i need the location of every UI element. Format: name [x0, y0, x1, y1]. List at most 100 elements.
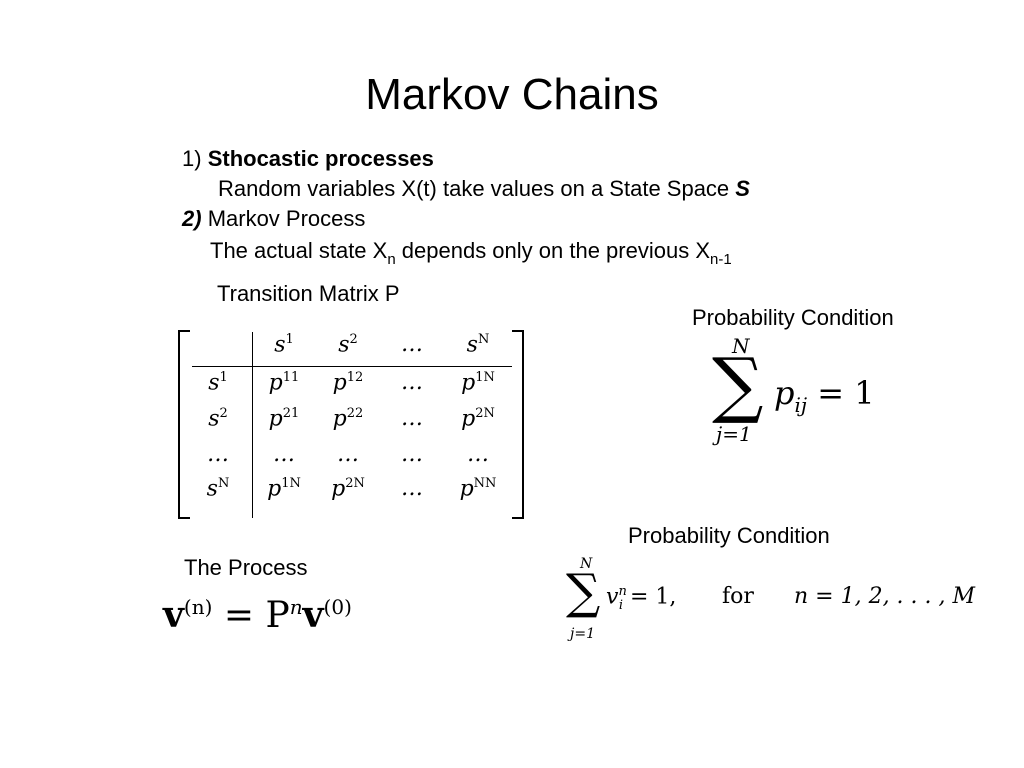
matrix-cell-symbol: …	[337, 442, 359, 467]
matrix-cell-symbol: …	[401, 332, 423, 357]
item-1-description-text: Random variables X(t) take values on a S…	[218, 176, 730, 201]
matrix-cell-superscript: 1N	[281, 476, 301, 491]
probability-condition-formula-1: N ∑ j=1 pij = 1	[712, 334, 912, 454]
term-v: v	[606, 584, 619, 610]
matrix-cell: p12	[316, 370, 380, 395]
matrix-cell-superscript: N	[217, 476, 230, 491]
desc-subscript-n-1: n-1	[710, 251, 732, 268]
matrix-cell: …	[380, 406, 444, 431]
matrix-cell-symbol: …	[401, 442, 423, 467]
item-1: 1) Sthocastic processes	[182, 146, 434, 172]
matrix-cell: p1N	[252, 476, 316, 501]
matrix-cell: p1N	[446, 370, 510, 395]
item-1-description: Random variables X(t) take values on a S…	[218, 176, 750, 202]
matrix-cell: …	[252, 442, 316, 467]
probability-condition-label-1: Probability Condition	[692, 305, 894, 330]
matrix-cell-symbol: …	[207, 442, 229, 467]
sum-upper-limit: N	[732, 334, 750, 358]
slide-title: Markov Chains	[365, 70, 659, 119]
item-2-description: The actual state Xn depends only on the …	[210, 238, 732, 267]
equals: =	[223, 595, 255, 636]
matrix-cell-superscript: 1	[285, 332, 294, 347]
matrix-cell: s1	[186, 370, 250, 395]
matrix-cell-superscript: 12	[346, 370, 364, 385]
sum-upper-limit: N	[580, 556, 593, 572]
matrix-cell-superscript: 2N	[345, 476, 365, 491]
transition-matrix-label: Transition Matrix P	[217, 281, 400, 306]
matrix-cell-symbol: p	[268, 370, 283, 396]
probability-condition-formula-2: N ∑ j=1 vni = 1, for n = 1, 2, . . . , M	[566, 556, 975, 651]
right-bracket	[512, 330, 524, 519]
matrix-cell: …	[380, 442, 444, 467]
matrix-cell-superscript: 2	[219, 406, 228, 421]
matrix-cell-symbol: p	[461, 370, 476, 396]
matrix-cell-symbol: p	[459, 476, 474, 502]
vector-v-initial: v	[302, 594, 324, 636]
matrix-cell: …	[186, 442, 250, 467]
matrix-cell-superscript: 2	[349, 332, 358, 347]
matrix-cell: …	[380, 370, 444, 395]
matrix-cell: p2N	[446, 406, 510, 431]
matrix-cell-symbol: s	[208, 406, 220, 432]
n-range: n = 1, 2, . . . , M	[794, 584, 976, 609]
item-1-number: 1)	[182, 146, 202, 171]
rhs: = 1,	[629, 584, 677, 610]
sigma-icon: ∑	[566, 564, 601, 620]
matrix-cell: p21	[252, 406, 316, 431]
matrix-cell-superscript: 2N	[475, 406, 495, 421]
matrix-cell-symbol: s	[338, 332, 350, 358]
matrix-cell-symbol: p	[332, 370, 347, 396]
rhs: = 1	[817, 374, 875, 412]
sigma-icon: ∑	[712, 342, 764, 426]
vector-v: v	[163, 594, 184, 636]
matrix-cell: p2N	[316, 476, 380, 501]
matrix-cell-superscript: NN	[473, 476, 497, 491]
matrix-cell: s2	[186, 406, 250, 431]
matrix-cell-symbol: …	[401, 406, 423, 431]
sum-term: vni = 1,	[606, 584, 677, 612]
matrix-cell-superscript: 21	[282, 406, 300, 421]
matrix-header-cell: sN	[446, 332, 510, 357]
matrix-cell: sN	[186, 476, 250, 501]
matrix-P: P	[265, 595, 290, 636]
for-word: for	[722, 584, 754, 609]
matrix-cell-symbol: s	[208, 370, 220, 396]
term-subscript: ij	[794, 393, 808, 417]
process-label: The Process	[184, 555, 308, 580]
left-bracket	[178, 330, 190, 519]
sum-term: pij = 1	[774, 374, 875, 415]
sum-lower-limit: j=1	[570, 626, 595, 642]
term-superscript: n	[618, 584, 627, 599]
matrix-header-cell: s1	[252, 332, 316, 357]
matrix-cell-superscript: 22	[346, 406, 364, 421]
matrix-cell: …	[316, 442, 380, 467]
item-2-number: 2)	[182, 206, 202, 231]
matrix-cell-symbol: s	[206, 476, 218, 502]
matrix-cell-symbol: …	[401, 370, 423, 395]
item-2: 2) Markov Process	[182, 206, 365, 232]
matrix-cell: p11	[252, 370, 316, 395]
desc-part-2: depends only on the previous X	[395, 238, 710, 263]
matrix-cell-symbol: s	[466, 332, 478, 358]
probability-condition-label-2: Probability Condition	[628, 523, 830, 548]
power-n: n	[289, 595, 303, 619]
matrix-vertical-rule	[252, 332, 253, 518]
matrix-cell-superscript: 1	[219, 370, 228, 385]
matrix-cell-symbol: …	[273, 442, 295, 467]
matrix-cell-symbol: …	[401, 476, 423, 501]
matrix-horizontal-rule	[192, 366, 512, 367]
desc-part-1: The actual state X	[210, 238, 388, 263]
term-subscript: i	[618, 598, 623, 614]
matrix-cell-superscript: 11	[282, 370, 300, 385]
sum-lower-limit: j=1	[716, 422, 752, 446]
matrix-cell: …	[380, 476, 444, 501]
item-2-heading: Markov Process	[207, 206, 366, 231]
matrix-cell-symbol: p	[268, 406, 283, 432]
matrix-cell-symbol: p	[461, 406, 476, 432]
item-1-heading: Sthocastic processes	[207, 146, 434, 171]
matrix-header-cell: …	[380, 332, 444, 357]
matrix-cell: p22	[316, 406, 380, 431]
matrix-cell: …	[446, 442, 510, 467]
term-p: p	[774, 374, 795, 412]
